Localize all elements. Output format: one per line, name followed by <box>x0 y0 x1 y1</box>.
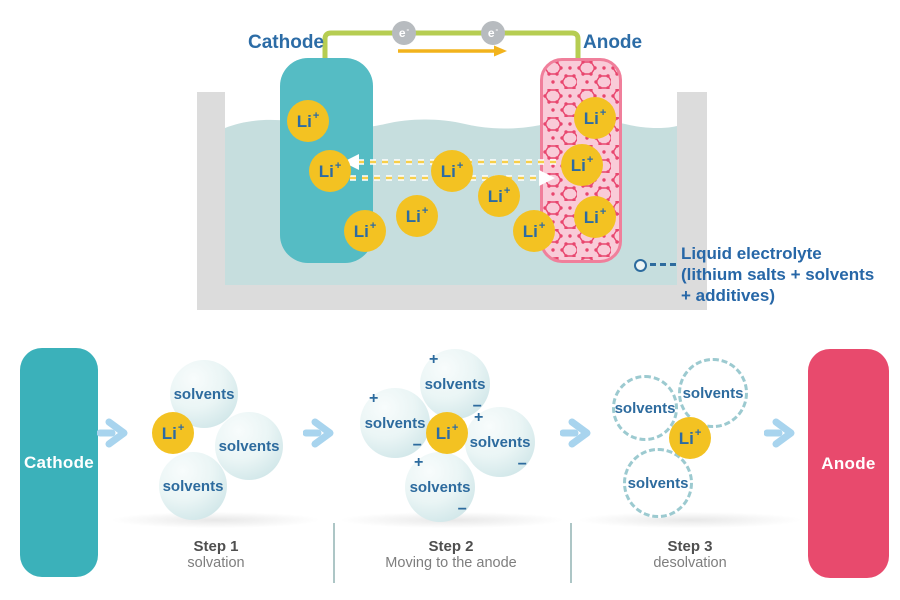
li-ion: Li+ <box>561 144 603 186</box>
electrolyte-note: Liquid electrolyte (lithium salts + solv… <box>681 243 874 306</box>
li-ion: Li+ <box>426 412 468 454</box>
minus-charge: − <box>412 437 422 454</box>
section-divider <box>333 523 335 583</box>
step-arrow-icon <box>303 418 334 448</box>
solvent-bubble: + solvents − <box>465 407 535 477</box>
li-ion: Li+ <box>574 97 616 139</box>
solvent-bubble-empty: solvents <box>612 375 678 441</box>
electron-flow-arrow <box>398 45 507 57</box>
step2-caption: Step 2 Moving to the anode <box>351 538 551 571</box>
step2-title: Step 2 <box>428 538 474 555</box>
ion-path-arrow-left <box>343 154 588 170</box>
step-arrow-icon <box>97 418 128 448</box>
step3-subtitle: desolvation <box>653 555 727 571</box>
li-ion: Li+ <box>478 175 520 217</box>
step2-shadow <box>342 512 562 528</box>
minus-charge: − <box>457 501 467 518</box>
step-arrow-icon <box>560 418 591 448</box>
solvent-bubble: + solvents − <box>420 349 490 419</box>
li-ion: Li+ <box>574 196 616 238</box>
step2-subtitle: Moving to the anode <box>385 555 517 571</box>
solvent-bubble: + solvents − <box>405 452 475 522</box>
minus-charge: − <box>472 398 482 415</box>
li-ion: Li+ <box>344 210 386 252</box>
anode-block: Anode <box>808 349 889 578</box>
electrolyte-callout-dashes <box>650 263 676 266</box>
plus-charge: + <box>429 351 439 368</box>
step-arrow-icon <box>764 418 795 448</box>
circuit-wire <box>322 30 581 58</box>
li-ion: Li+ <box>431 150 473 192</box>
tank-wall-right <box>677 92 707 310</box>
step1-title: Step 1 <box>193 538 239 555</box>
plus-charge: + <box>474 409 484 426</box>
li-ion: Li+ <box>152 412 194 454</box>
anode-label: Anode <box>583 32 643 53</box>
minus-charge: − <box>517 456 527 473</box>
electrolyte-marker-icon <box>634 259 647 272</box>
tank-bottom <box>197 285 707 310</box>
li-ion: Li+ <box>396 195 438 237</box>
step1-shadow <box>113 512 318 528</box>
solvent-bubble: solvents <box>215 412 283 480</box>
plus-charge: + <box>369 390 379 407</box>
step3-caption: Step 3 desolvation <box>590 538 790 571</box>
solvent-bubble-empty: solvents <box>623 448 693 518</box>
step3-shadow <box>580 512 800 528</box>
solvent-bubble-empty: solvents <box>678 358 748 428</box>
solvent-bubble: solvents <box>159 452 227 520</box>
electrolyte-note-line1: Liquid electrolyte <box>681 244 822 263</box>
tank-wall-left <box>197 92 225 310</box>
solvent-bubble: + solvents − <box>360 388 430 458</box>
electron-icon: e- <box>481 21 505 45</box>
step3-title: Step 3 <box>667 538 713 555</box>
li-ion: Li+ <box>309 150 351 192</box>
section-divider <box>570 523 572 583</box>
electron-icon: e- <box>392 21 416 45</box>
li-ion: Li+ <box>669 417 711 459</box>
step1-subtitle: solvation <box>187 555 245 571</box>
li-ion: Li+ <box>287 100 329 142</box>
electrolyte-note-line3: + additives) <box>681 286 776 305</box>
plus-charge: + <box>414 454 424 471</box>
cathode-block: Cathode <box>20 348 98 577</box>
li-ion: Li+ <box>513 210 555 252</box>
electrolyte-note-line2: (lithium salts + solvents <box>681 265 875 284</box>
cathode-label: Cathode <box>248 32 324 53</box>
step1-caption: Step 1 solvation <box>116 538 316 571</box>
